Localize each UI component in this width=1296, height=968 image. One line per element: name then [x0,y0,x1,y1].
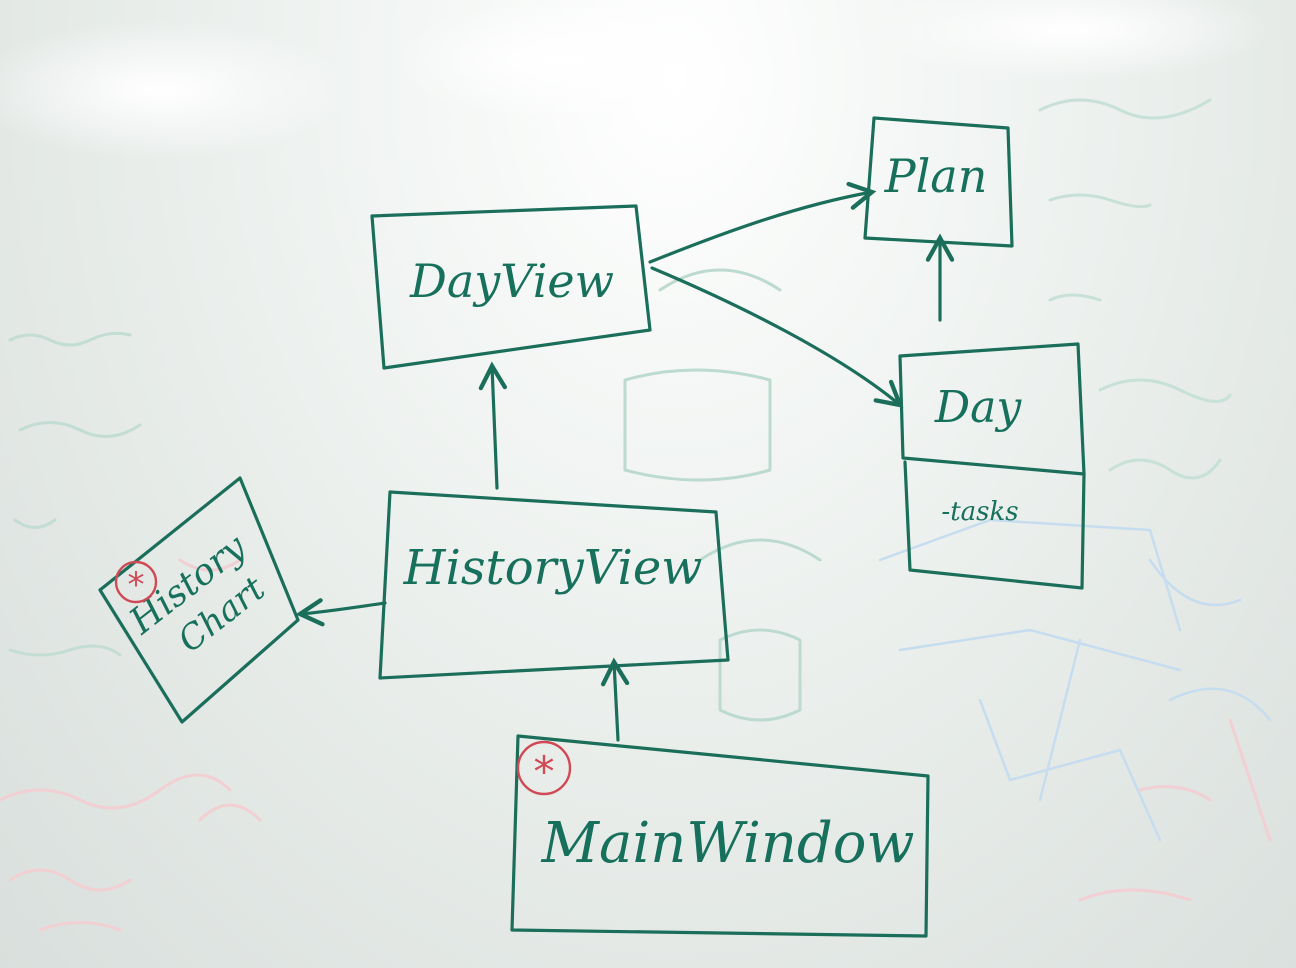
plan-box: Plan [863,116,1014,248]
day-box: Day -tasks [898,342,1086,590]
historyview-label: HistoryView [403,540,703,596]
plan-label: Plan [884,149,988,203]
historychart-asterisk: * [128,565,145,605]
arrow-historyview-to-historychart [295,598,387,627]
mainwindow-label: MainWindow [541,811,915,876]
mainwindow-red-circle [516,740,572,796]
day-tasks-field: -tasks [941,497,1018,527]
historychart-box: History Chart * [98,476,300,724]
glare-layer [0,0,1270,160]
dayview-box: DayView [370,204,652,370]
mainwindow-box: MainWindow * [510,734,930,938]
arrow-mainwindow-to-historyview [600,657,630,742]
day-label: Day [934,382,1023,433]
arrow-dayview-to-plan [648,181,877,264]
connectors [295,181,955,742]
arrow-historyview-to-dayview [478,361,508,490]
dayview-label: DayView [409,254,614,308]
historyview-box: HistoryView [378,490,730,680]
mainwindow-asterisk: * [534,747,555,796]
erased-residue [0,98,1272,932]
historychart-red-circle [114,560,158,604]
arrow-dayview-to-day [650,266,904,408]
